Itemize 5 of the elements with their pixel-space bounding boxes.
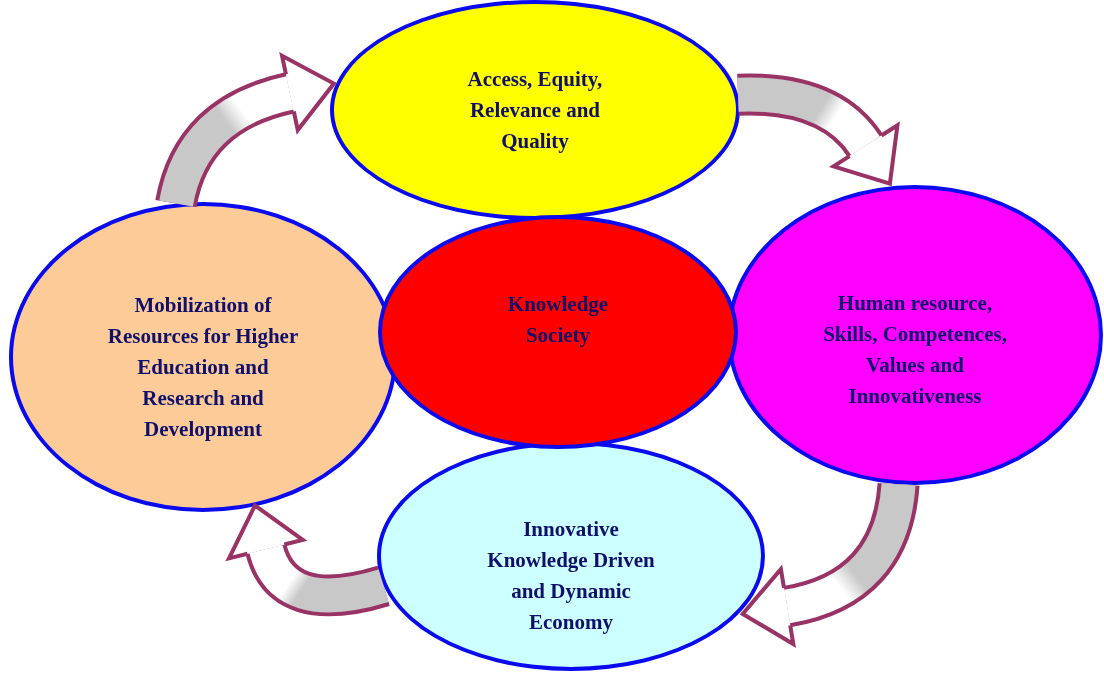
node-label: Human resource, Skills, Competences, Values and Innovativeness: [822, 290, 1008, 410]
node-label: Access, Equity, Relevance and Quality: [466, 65, 604, 155]
node-label: Knowledge Society: [506, 291, 610, 349]
node-label: Mobilization of Resources for Higher Education and Research and Development: [106, 291, 300, 443]
node-label: Innovative Knowledge Driven and Dynamic Economy: [486, 516, 656, 636]
